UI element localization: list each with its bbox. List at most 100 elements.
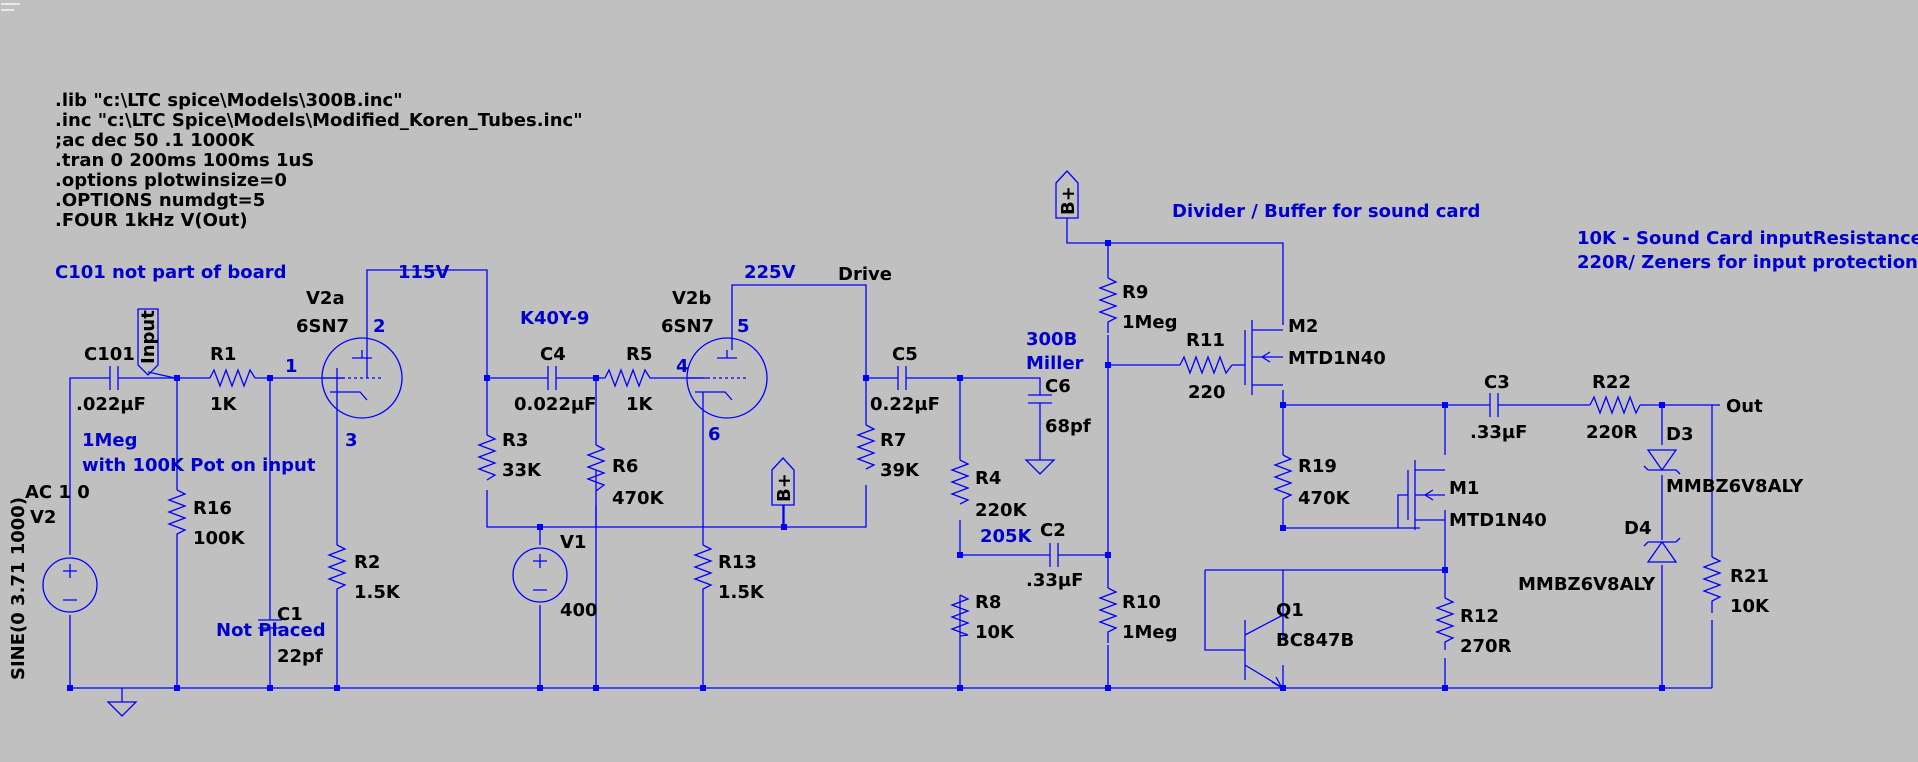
- c1-value: 22pf: [277, 646, 323, 667]
- r6-value: 470K: [612, 488, 665, 509]
- note-not-placed: Not Placed: [216, 620, 326, 641]
- r10-ref: R10: [1122, 592, 1161, 613]
- c101-symbol: [109, 366, 128, 390]
- bplus-port-icon: [771, 457, 795, 515]
- r19-value: 470K: [1298, 488, 1351, 509]
- r1-symbol: [209, 368, 256, 388]
- r8-symbol: [950, 594, 970, 637]
- r10-value: 1Meg: [1122, 622, 1178, 643]
- c5-value: 0.22µF: [870, 394, 940, 415]
- directive-line: .inc "c:\LTC Spice\Models\Modified_Koren…: [55, 110, 583, 131]
- ports: [137, 170, 1720, 515]
- v1-ref: V1: [560, 532, 586, 553]
- r9-symbol: [1098, 277, 1118, 333]
- r2-symbol: [327, 544, 347, 605]
- ground-symbols: [106, 459, 1056, 717]
- note-c101: C101 not part of board: [55, 262, 287, 283]
- port-labels: Input B+ B+ Out: [138, 186, 1763, 502]
- ground-icon: [1024, 459, 1056, 475]
- net-label-115v: 115V: [398, 262, 450, 283]
- v2b-value: 6SN7: [661, 316, 714, 337]
- q1-bjt-icon: [1244, 614, 1284, 690]
- c6-symbol: [1028, 394, 1052, 410]
- c101-ref: C101: [84, 344, 135, 365]
- r19-ref: R19: [1298, 456, 1337, 477]
- note-soundcard: 10K - Sound Card inputResistance: [1577, 228, 1918, 249]
- r4-value: 220K: [975, 500, 1028, 521]
- v1-source-icon: [512, 547, 568, 603]
- c1-symbol: [258, 619, 282, 650]
- m2-mosfet-icon: [1244, 320, 1283, 395]
- component-labels: AC 1 0 V2 SINE(0 3.71 1000) C101 .022µF …: [8, 282, 1804, 680]
- r13-value: 1.5K: [718, 582, 765, 603]
- r16-symbol: [167, 489, 187, 548]
- r22-symbol: [1589, 395, 1641, 415]
- d4-ref: D4: [1624, 518, 1651, 539]
- net-label-225v: 225V: [744, 262, 796, 283]
- r9-ref: R9: [1122, 282, 1148, 303]
- r8-value: 10K: [975, 622, 1015, 643]
- r2-value: 1.5K: [354, 582, 401, 603]
- c4-symbol: [547, 366, 565, 390]
- r16-value: 100K: [193, 528, 246, 549]
- spice-directives: .lib "c:\LTC spice\Models\300B.inc" .inc…: [55, 90, 583, 231]
- directive-line: .OPTIONS numdgt=5: [55, 190, 265, 211]
- directive-line: .lib "c:\LTC spice\Models\300B.inc": [55, 90, 403, 111]
- m1-mosfet-icon: [1397, 460, 1445, 530]
- d3-zener-icon: [1643, 449, 1681, 475]
- r1-value: 1K: [210, 394, 238, 415]
- directive-line: ;ac dec 50 .1 1000K: [55, 130, 255, 151]
- v2-value: AC 1 0: [25, 482, 90, 503]
- r21-value: 10K: [1730, 596, 1770, 617]
- net-label-205k: 205K: [980, 526, 1033, 547]
- r4-symbol: [950, 459, 970, 505]
- c5-ref: C5: [892, 344, 918, 365]
- r5-symbol: [604, 368, 660, 388]
- r7-ref: R7: [880, 430, 906, 451]
- c101-value: .022µF: [76, 394, 146, 415]
- r4-ref: R4: [975, 468, 1001, 489]
- c6-ref: C6: [1045, 376, 1071, 397]
- vacuum-tubes: [321, 337, 768, 419]
- d4-zener-icon: [1643, 537, 1681, 563]
- note-k40: K40Y-9: [520, 308, 589, 329]
- directive-line: .FOUR 1kHz V(Out): [55, 210, 248, 231]
- ground-icon: [106, 688, 138, 717]
- r11-symbol: [1179, 355, 1233, 375]
- v1-value: 400: [560, 600, 598, 621]
- note-miller: 300B: [1026, 329, 1077, 350]
- pin-label: 5: [737, 316, 750, 337]
- directive-line: .options plotwinsize=0: [55, 170, 287, 191]
- c2-value: .33µF: [1026, 570, 1083, 591]
- net-labels: 115V 225V Drive 205K 1 2 3 4 5 6: [285, 262, 1033, 547]
- r12-value: 270R: [1460, 636, 1512, 657]
- m1-ref: M1: [1449, 478, 1479, 499]
- v2-source-icon: [42, 557, 98, 613]
- port-label-bplus: B+: [1058, 186, 1079, 215]
- c2-symbol: [1049, 543, 1068, 567]
- c3-value: .33µF: [1470, 422, 1527, 443]
- r11-ref: R11: [1186, 330, 1225, 351]
- r7-symbol: [856, 424, 876, 470]
- r22-value: 220R: [1586, 422, 1638, 443]
- r9-value: 1Meg: [1122, 312, 1178, 333]
- port-label-input: Input: [138, 310, 159, 364]
- semiconductors: [1244, 320, 1681, 690]
- q1-value: BC847B: [1276, 630, 1354, 651]
- port-label-out: Out: [1726, 396, 1763, 417]
- q1-ref: Q1: [1276, 600, 1304, 621]
- r2-ref: R2: [354, 552, 380, 573]
- note-miller: Miller: [1026, 353, 1084, 374]
- d4-value: MMBZ6V8ALY: [1518, 574, 1656, 595]
- r1-ref: R1: [210, 344, 236, 365]
- r10-symbol: [1098, 587, 1118, 643]
- c1-ref: C1: [277, 604, 303, 625]
- c5-symbol: [897, 366, 916, 390]
- c2-ref: C2: [1040, 520, 1066, 541]
- r8-ref: R8: [975, 592, 1001, 613]
- pin-label: 3: [345, 430, 358, 451]
- r22-ref: R22: [1592, 372, 1631, 393]
- pin-label: 2: [373, 316, 386, 337]
- v2a-value: 6SN7: [296, 316, 349, 337]
- r5-ref: R5: [626, 344, 652, 365]
